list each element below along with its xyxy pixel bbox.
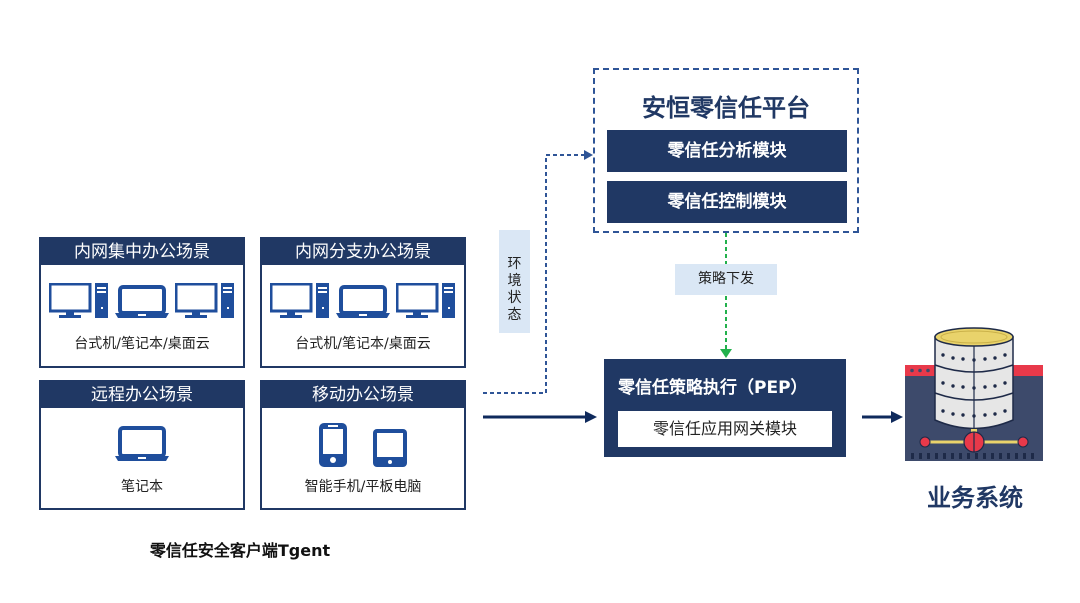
scenario-caption: 智能手机/平板电脑 xyxy=(304,479,422,495)
scenario-caption: 台式机/笔记本/桌面云 xyxy=(74,336,210,352)
desktop-icon xyxy=(270,283,329,318)
env-status-char: 状 xyxy=(507,290,522,306)
env-status-label: 环 境 状 态 xyxy=(499,230,530,333)
scenario-title: 移动办公场景 xyxy=(262,382,464,408)
business-system-label: 业务系统 xyxy=(927,484,1023,512)
scenario-caption: 笔记本 xyxy=(121,479,163,495)
gateway-module: 零信任应用网关模块 xyxy=(618,411,832,447)
desktop-icon xyxy=(49,283,108,318)
database-server-icon xyxy=(905,327,1043,461)
policy-arrowhead xyxy=(720,349,732,358)
control-module: 零信任控制模块 xyxy=(607,181,847,223)
pep-title: 零信任策略执行（PEP） xyxy=(618,378,808,398)
platform-title: 安恒零信任平台 xyxy=(642,94,810,122)
analysis-module: 零信任分析模块 xyxy=(607,130,847,172)
laptop-icon xyxy=(115,285,169,318)
scenario-branch-office: 内网分支办公场景 台式机/笔记本/桌面云 xyxy=(260,237,466,368)
desktop-icon xyxy=(396,283,455,318)
laptop-icon xyxy=(115,426,169,461)
device-icons xyxy=(262,283,464,319)
smartphone-icon xyxy=(319,423,347,467)
env-status-connector xyxy=(483,154,586,394)
tablet-icon xyxy=(373,429,407,467)
desktop-icon xyxy=(175,283,234,318)
scenario-central-office: 内网集中办公场景 台式机/笔记本/桌面云 xyxy=(39,237,245,368)
client-to-pep-arrowhead xyxy=(585,411,597,423)
env-status-char: 态 xyxy=(507,307,522,323)
device-icons xyxy=(262,422,464,468)
zero-trust-platform: 安恒零信任平台 零信任分析模块 零信任控制模块 xyxy=(593,68,859,233)
scenario-title: 内网分支办公场景 xyxy=(262,239,464,265)
device-icons xyxy=(41,283,243,319)
policy-dispatch-label: 策略下发 xyxy=(675,264,777,295)
env-status-arrowhead xyxy=(584,150,593,160)
scenario-caption: 台式机/笔记本/桌面云 xyxy=(295,336,431,352)
scenario-mobile-office: 移动办公场景 智能手机/平板电脑 xyxy=(260,380,466,510)
client-label: 零信任安全客户端Tgent xyxy=(149,541,331,560)
scenario-title: 内网集中办公场景 xyxy=(41,239,243,265)
pep-to-business-arrowhead xyxy=(891,411,903,423)
laptop-icon xyxy=(336,285,390,318)
pep-box: 零信任策略执行（PEP） 零信任应用网关模块 xyxy=(604,359,846,457)
env-status-char: 境 xyxy=(507,273,522,289)
scenario-remote-office: 远程办公场景 笔记本 xyxy=(39,380,245,510)
device-icons xyxy=(41,426,243,462)
scenario-title: 远程办公场景 xyxy=(41,382,243,408)
env-status-char: 环 xyxy=(507,256,522,272)
